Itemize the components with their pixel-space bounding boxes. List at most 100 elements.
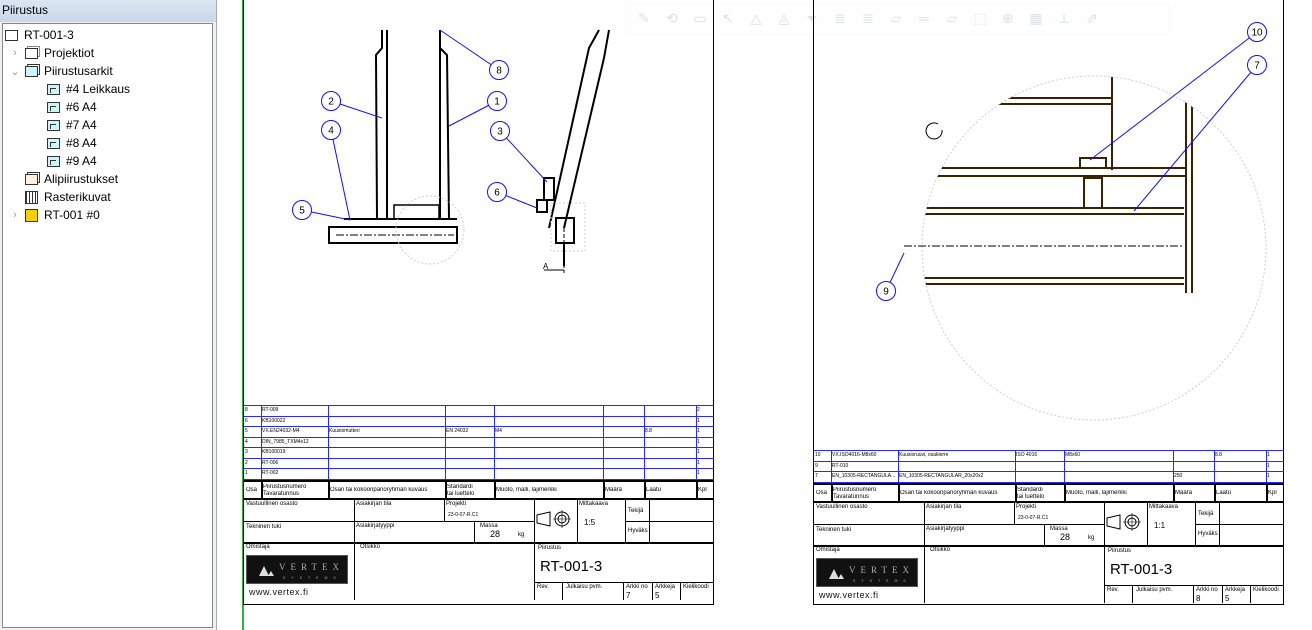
parts-list-cell [1064, 471, 1173, 482]
parts-list-cell: 1 [697, 449, 700, 455]
tree-item[interactable]: › Projektiot [9, 44, 94, 62]
export-icon[interactable]: ⇗ [1086, 9, 1098, 26]
parts-list-cell [644, 458, 696, 469]
balloon-10[interactable]: 10 [1251, 28, 1263, 39]
tree-item[interactable]: #8 A4 [43, 134, 97, 152]
section-label: A [543, 262, 549, 271]
parts-list-cell [1064, 461, 1173, 472]
tree-item[interactable]: Alipiirustukset [9, 170, 118, 188]
tree-item-label: #8 A4 [66, 136, 97, 150]
drawing-tree: RT-001-3 › Projektiot ⌄Piirustusarkit#4 Lei… [2, 23, 213, 628]
parts-list-cell: 1 [1267, 452, 1270, 458]
parts-list-cell [603, 405, 644, 416]
plane2-icon[interactable]: ═ [919, 9, 929, 26]
parts-list-cell: 3 [245, 449, 248, 455]
select-arrow-icon[interactable]: ↖ [722, 9, 734, 26]
parts-list-column-header: Osan tai kokoonpanoryhmän kuvaus [900, 489, 998, 496]
language-code-label: Kielikoodi [683, 583, 709, 590]
parts-list-column-header: Määrä [1175, 489, 1193, 496]
svg-text:VERTEX: VERTEX [849, 565, 914, 575]
parts-list-cell [603, 468, 644, 479]
plane3-icon[interactable]: ▱ [946, 9, 958, 26]
parts-list-cell [328, 405, 445, 416]
parts-list-cell [328, 416, 445, 427]
parts-list-cell [494, 405, 603, 416]
parts-list-cell: 2 [697, 407, 700, 413]
sheet-count-label: Arkkeja [655, 583, 676, 590]
parts-list-cell: 1 [1267, 462, 1270, 469]
svg-text:SYSTEMS: SYSTEMS [283, 576, 342, 580]
expand-chevron-icon[interactable]: › [13, 209, 17, 221]
parts-list-cell: RT-010 [832, 462, 849, 469]
parts-list-cell: 1 [697, 438, 700, 445]
tree-item[interactable]: #4 Leikkaus [43, 80, 130, 98]
parts-list-cell [1173, 450, 1214, 461]
balloon-7[interactable]: 7 [1254, 61, 1260, 72]
balloon-4[interactable]: 4 [328, 126, 334, 137]
vertex-url-link[interactable]: www.vertex.fi [819, 589, 879, 600]
triangle-icon[interactable]: △ [750, 9, 762, 26]
department-label: Vastuullinen osasto [246, 500, 298, 507]
balloon-2[interactable]: 2 [328, 97, 334, 108]
parts-list-cell [494, 458, 603, 469]
balloon-6[interactable]: 6 [494, 188, 500, 199]
svg-text:VERTEX: VERTEX [279, 562, 344, 572]
balloon-8[interactable]: 8 [496, 66, 502, 77]
mass-value: 28 [1060, 531, 1071, 542]
sheet-no-label: Arkki no [626, 583, 648, 590]
expand-chevron-icon[interactable]: › [13, 47, 17, 59]
drawing-panel: Piirustus RT-001-3›Projektiot⌄Piirustusa… [0, 0, 217, 630]
rotate-icon[interactable]: ⟲ [666, 9, 678, 26]
table-edit-icon[interactable]: ▦ [1029, 9, 1043, 26]
tree-item-label: Projektiot [44, 46, 95, 60]
mass-label: Massa [1050, 525, 1068, 532]
parts-list-cell: Kuusiomutteri [329, 428, 360, 434]
tree-item[interactable]: #9 A4 [43, 152, 97, 170]
drawing-number: RT-001-3 [540, 557, 603, 575]
vertex-url-link[interactable]: www.vertex.fi [249, 586, 309, 597]
raster-icon [25, 190, 38, 204]
tree-item[interactable]: #7 A4 [43, 116, 97, 134]
pen-icon[interactable]: ✎ [638, 9, 650, 26]
parts-list-cell: RT-002 [262, 470, 279, 476]
approver-label: Hyväks [628, 527, 648, 534]
drawing-number: RT-001-3 [1110, 560, 1173, 578]
tree-item[interactable]: ⌄Piirustusarkit [9, 62, 112, 80]
parts-list-cell [1214, 471, 1266, 482]
ruler-icon[interactable]: ▭ [693, 9, 707, 26]
axes-icon[interactable]: ⟂ [1059, 9, 1069, 26]
parts-list-cell [1214, 461, 1266, 472]
tree-item[interactable]: ›RT-001 #0 [9, 206, 100, 224]
balloon-9[interactable]: 9 [883, 287, 889, 298]
parts-list-cell [644, 416, 696, 427]
filter-icon[interactable]: ⏷ [806, 9, 818, 26]
layers2-icon[interactable]: ≣ [862, 9, 874, 26]
tree-item[interactable]: #6 A4 [43, 98, 97, 116]
dashed-triangle-icon[interactable]: ◬ [778, 9, 790, 26]
parts-list-cell [328, 468, 445, 479]
parts-list-cell: EN 24032 [446, 428, 469, 434]
balloon-5[interactable]: 5 [299, 206, 305, 217]
layers-icon[interactable]: ≣ [834, 9, 846, 26]
parts-list-cell [445, 468, 494, 479]
parts-list-cell: 9 [815, 462, 818, 469]
tree-item[interactable]: RT-001-3 [5, 26, 74, 44]
zoom-icon[interactable]: ⊕ [1002, 9, 1014, 26]
tree-item[interactable]: Rasterikuvat [9, 188, 111, 206]
tech-support-label: Tekninen tuki [816, 526, 852, 533]
plane-icon[interactable]: ▱ [890, 9, 902, 26]
parts-list-cell: 10 [815, 452, 821, 458]
frame-icon[interactable]: ⬚ [973, 9, 987, 26]
balloon-1[interactable]: 1 [494, 97, 500, 108]
balloon-3[interactable]: 3 [497, 127, 503, 138]
release-date-label: Julkaisu pvm. [1136, 586, 1173, 593]
parts-list-cell [644, 437, 696, 448]
parts-list-cell [603, 426, 644, 437]
parts-list-cell: 1 [697, 428, 700, 434]
parts-list-cell: 6 [245, 417, 248, 424]
expand-chevron-icon[interactable]: ⌄ [10, 65, 20, 78]
